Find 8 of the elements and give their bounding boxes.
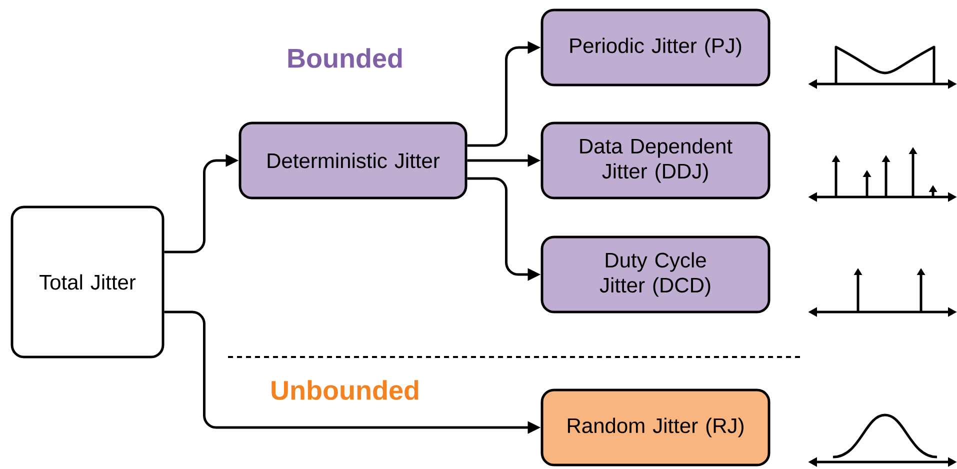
section-heading: Unbounded xyxy=(272,380,418,400)
process-box: Data Dependent Jitter (DDJ) xyxy=(540,122,770,200)
process-box: Periodic Jitter (PJ) xyxy=(540,8,770,86)
process-box: Random Jitter (RJ) xyxy=(540,388,770,466)
process-box: Duty Cycle Jitter (DCD) xyxy=(540,236,770,314)
process-box: Total Jitter xyxy=(10,206,164,358)
section-heading: Bounded xyxy=(288,48,402,68)
process-box: Deterministic Jitter xyxy=(238,122,468,200)
